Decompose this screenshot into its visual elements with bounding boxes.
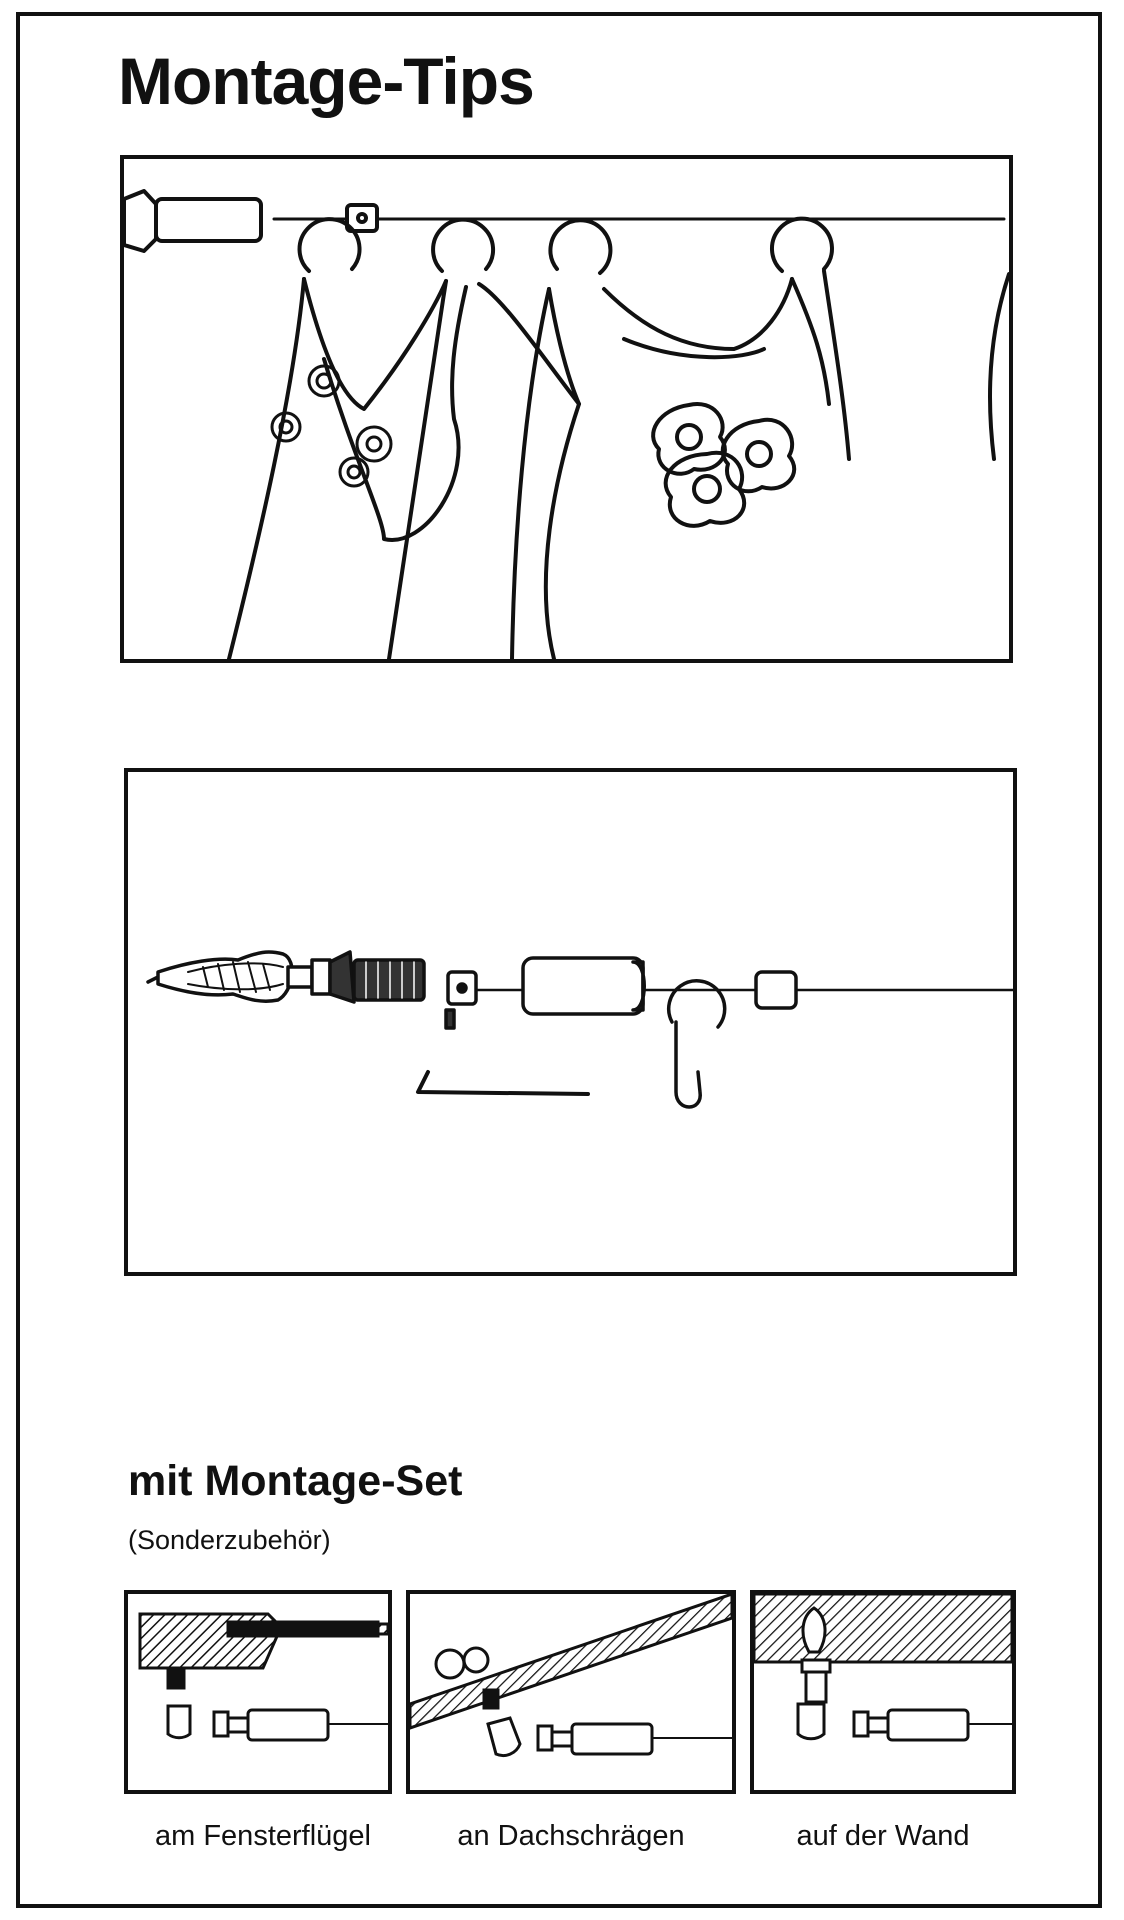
set-heading: mit Montage-Set [128, 1457, 463, 1505]
page-title: Montage-Tips [118, 44, 535, 118]
sloped-roof-drawing [410, 1594, 732, 1757]
mount-wall-illustration [750, 1590, 1016, 1794]
caption-window-sash: am Fensterflügel [155, 1820, 371, 1852]
window-sash-drawing [138, 1612, 388, 1742]
caption-sloped-roof: an Dachschrägen [457, 1820, 685, 1852]
parts-illustration [124, 768, 1017, 1276]
mount-sloped-roof-illustration [406, 1590, 736, 1794]
curtain-drawing [124, 189, 1009, 659]
wall-drawing [754, 1594, 1012, 1742]
mount-window-sash-illustration [124, 1590, 392, 1794]
set-note: (Sonderzubehör) [128, 1525, 331, 1555]
parts-drawing [146, 950, 1013, 1109]
page-border [16, 12, 1102, 1908]
curtain-illustration [120, 155, 1013, 663]
caption-wall: auf der Wand [796, 1820, 970, 1852]
